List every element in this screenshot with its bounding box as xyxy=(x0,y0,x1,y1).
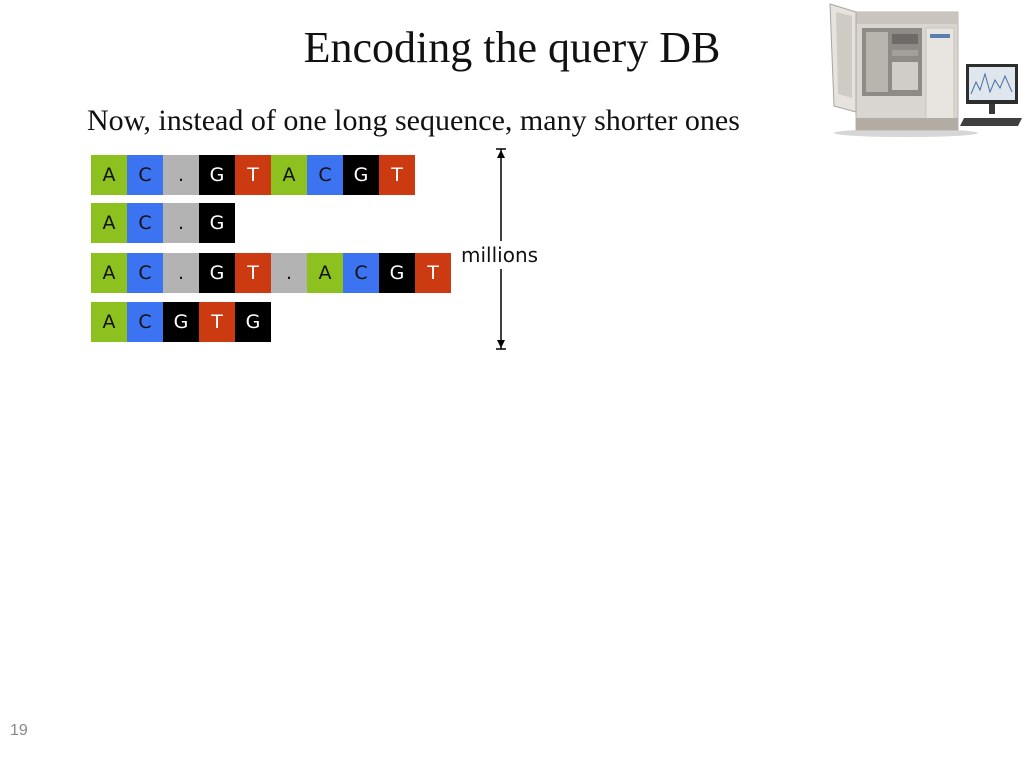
base-cell-t: T xyxy=(235,155,271,195)
base-cell-g: G xyxy=(235,302,271,342)
base-cell-g: G xyxy=(343,155,379,195)
base-cell-t: T xyxy=(379,155,415,195)
millions-label: millions xyxy=(461,241,539,269)
gap-cell: . xyxy=(271,253,307,293)
base-cell-g: G xyxy=(163,302,199,342)
base-cell-t: T xyxy=(415,253,451,293)
slide-subtitle: Now, instead of one long sequence, many … xyxy=(87,104,740,137)
base-cell-g: G xyxy=(199,203,235,243)
base-cell-g: G xyxy=(199,253,235,293)
base-cell-c: C xyxy=(307,155,343,195)
page-number: 19 xyxy=(10,722,28,739)
gap-cell: . xyxy=(163,253,199,293)
base-cell-t: T xyxy=(235,253,271,293)
dna-sequencer-machine-icon xyxy=(829,3,1022,137)
base-cell-c: C xyxy=(127,253,163,293)
base-cell-a: A xyxy=(91,155,127,195)
base-cell-a: A xyxy=(91,203,127,243)
gap-cell: . xyxy=(163,155,199,195)
base-cell-a: A xyxy=(271,155,307,195)
base-cell-g: G xyxy=(379,253,415,293)
base-cell-c: C xyxy=(127,302,163,342)
base-cell-g: G xyxy=(199,155,235,195)
gap-cell: . xyxy=(163,203,199,243)
base-cell-a: A xyxy=(307,253,343,293)
slide-title: Encoding the query DB xyxy=(303,23,721,72)
base-cell-c: C xyxy=(127,155,163,195)
base-cell-c: C xyxy=(343,253,379,293)
base-cell-a: A xyxy=(91,302,127,342)
base-cell-t: T xyxy=(199,302,235,342)
base-cell-a: A xyxy=(91,253,127,293)
base-cell-c: C xyxy=(127,203,163,243)
